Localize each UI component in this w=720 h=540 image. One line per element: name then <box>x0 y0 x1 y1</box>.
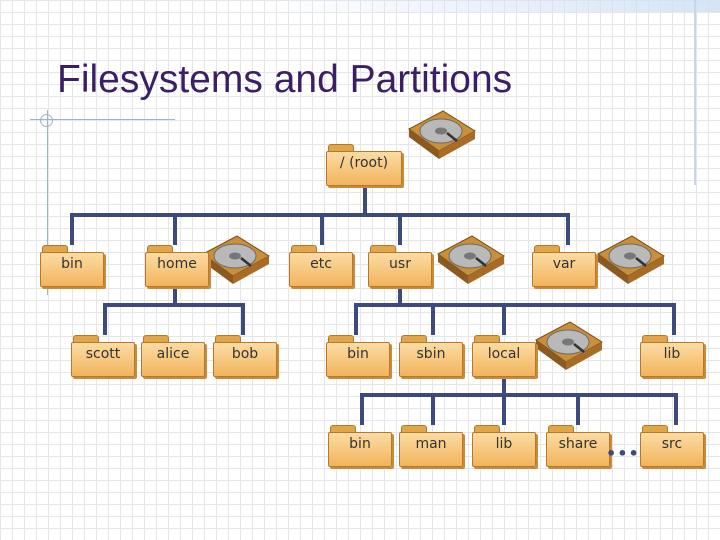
folder-label: bin <box>40 256 104 272</box>
connector-line <box>103 303 107 335</box>
folder-src[interactable]: src <box>640 425 704 467</box>
folder-label: bob <box>213 346 277 362</box>
folder-label: home <box>145 256 209 272</box>
folder-label: man <box>399 436 463 452</box>
folder-label: sbin <box>399 346 463 362</box>
decorative-circle <box>40 114 53 127</box>
folder-usr-lib[interactable]: lib <box>640 335 704 377</box>
connector-line <box>363 186 367 216</box>
hard-drive-icon <box>432 232 506 286</box>
connector-line <box>360 393 364 425</box>
connector-line <box>354 303 676 307</box>
folder-local-lib[interactable]: lib <box>472 425 536 467</box>
folder-sbin[interactable]: sbin <box>399 335 463 377</box>
connector-line <box>674 393 678 425</box>
connector-line <box>431 393 435 425</box>
connector-line <box>173 213 177 245</box>
hard-drive-icon <box>592 232 666 286</box>
folder-etc[interactable]: etc <box>289 245 353 287</box>
corner-tint <box>260 0 720 12</box>
folder-local[interactable]: local <box>472 335 536 377</box>
folder-usr[interactable]: usr <box>368 245 432 287</box>
connector-line <box>360 393 678 397</box>
folder-bin[interactable]: bin <box>40 245 104 287</box>
folder-label: bin <box>326 346 390 362</box>
folder-share[interactable]: share <box>546 425 610 467</box>
connector-line <box>502 393 506 425</box>
ellipsis-connector: ••• <box>606 444 640 463</box>
folder-label: src <box>640 436 704 452</box>
folder-label: lib <box>640 346 704 362</box>
folder-alice[interactable]: alice <box>141 335 205 377</box>
folder-label: var <box>532 256 596 272</box>
folder-man[interactable]: man <box>399 425 463 467</box>
folder-label: lib <box>472 436 536 452</box>
folder-label: share <box>546 436 610 452</box>
slide-title: Filesystems and Partitions <box>57 58 512 102</box>
folder-local-bin[interactable]: bin <box>328 425 392 467</box>
folder-root[interactable]: / (root) <box>326 144 402 186</box>
decorative-line <box>694 0 696 185</box>
connector-line <box>576 393 580 425</box>
connector-line <box>320 213 324 245</box>
folder-var[interactable]: var <box>532 245 596 287</box>
folder-bob[interactable]: bob <box>213 335 277 377</box>
folder-scott[interactable]: scott <box>71 335 135 377</box>
folder-label: bin <box>328 436 392 452</box>
connector-line <box>354 303 358 335</box>
hard-drive-icon <box>530 318 604 372</box>
folder-label: / (root) <box>326 155 402 171</box>
connector-line <box>502 303 506 335</box>
connector-line <box>566 213 570 245</box>
folder-label: scott <box>71 346 135 362</box>
connector-line <box>103 303 245 307</box>
connector-line <box>672 303 676 335</box>
folder-usr-bin[interactable]: bin <box>326 335 390 377</box>
connector-line <box>241 303 245 335</box>
folder-label: usr <box>368 256 432 272</box>
folder-label: alice <box>141 346 205 362</box>
folder-home[interactable]: home <box>145 245 209 287</box>
folder-label: local <box>472 346 536 362</box>
connector-line <box>431 303 435 335</box>
connector-line <box>70 213 74 245</box>
connector-line <box>398 213 402 245</box>
hard-drive-icon <box>403 107 477 161</box>
folder-label: etc <box>289 256 353 272</box>
